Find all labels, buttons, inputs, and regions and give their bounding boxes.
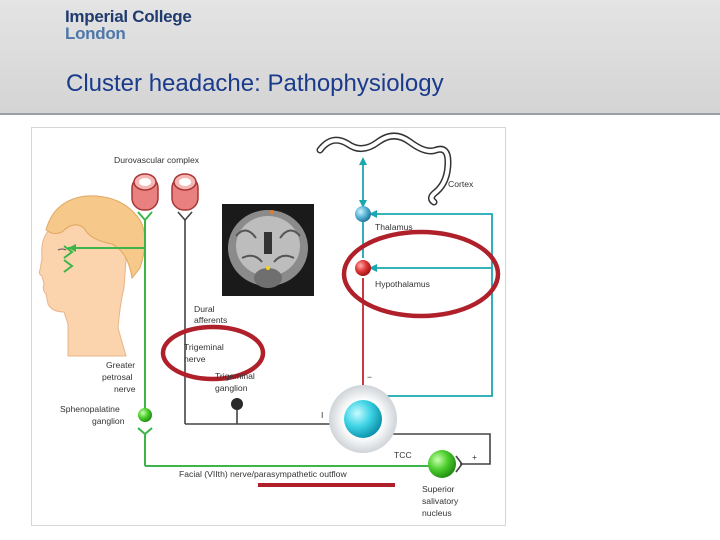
label-ssn-2: salivatory bbox=[422, 496, 459, 506]
pathophysiology-diagram: − I Durovascular complex Cortex Thalamus… bbox=[38, 132, 501, 518]
label-dural-2: afferents bbox=[194, 315, 227, 325]
svg-text:I: I bbox=[321, 410, 323, 420]
trigeminal-ganglion-node bbox=[231, 398, 243, 410]
label-greater-3: nerve bbox=[114, 384, 136, 394]
hypothalamus-node bbox=[355, 260, 371, 276]
label-thalamus: Thalamus bbox=[375, 222, 413, 232]
hypothalamus-highlight bbox=[341, 229, 501, 319]
label-facial-nerve: Facial (VIIth) nerve/parasympathetic out… bbox=[179, 469, 347, 479]
svg-text:−: − bbox=[367, 372, 372, 382]
sphenopalatine-ganglion-node bbox=[138, 408, 152, 422]
label-spheno-1: Sphenopalatine bbox=[60, 404, 120, 414]
cortex-line bbox=[316, 132, 452, 206]
trigeminal-nerve-highlight bbox=[160, 324, 266, 382]
durovascular-vessels bbox=[131, 173, 199, 211]
green-arrowhead bbox=[68, 244, 76, 252]
label-spheno-2: ganglion bbox=[92, 416, 125, 426]
label-dural-1: Dural bbox=[194, 304, 215, 314]
ssn-node bbox=[428, 450, 456, 478]
label-trigeminal-ganglion-2: ganglion bbox=[215, 383, 248, 393]
ssn-feedback bbox=[384, 433, 491, 465]
brain-mri-image bbox=[222, 204, 314, 296]
teal-pathways bbox=[362, 161, 493, 397]
label-trigeminal-ganglion-1: Trigeminal bbox=[215, 371, 255, 381]
slide-title: Cluster headache: Pathophysiology bbox=[66, 70, 444, 97]
imperial-college-logo: Imperial College London bbox=[65, 7, 192, 43]
label-greater-1: Greater bbox=[106, 360, 135, 370]
pathophysiology-figure: − I Durovascular complex Cortex Thalamus… bbox=[31, 127, 506, 526]
label-trigeminal-nerve-2: nerve bbox=[184, 354, 206, 364]
slide-header: Imperial College London Cluster headache… bbox=[0, 0, 720, 115]
thalamus-node bbox=[355, 206, 371, 222]
label-ssn-3: nucleus bbox=[422, 508, 452, 518]
label-plus: + bbox=[472, 452, 477, 462]
label-tcc: TCC bbox=[394, 450, 412, 460]
green-pathway bbox=[68, 211, 442, 467]
teal-arrowheads bbox=[359, 157, 377, 272]
head-illustration bbox=[38, 195, 146, 357]
label-greater-2: petrosal bbox=[102, 372, 133, 382]
label-ssn-1: Superior bbox=[422, 484, 455, 494]
label-hypothalamus: Hypothalamus bbox=[375, 279, 430, 289]
label-cortex: Cortex bbox=[448, 179, 474, 189]
label-durovascular: Durovascular complex bbox=[114, 155, 200, 165]
label-trigeminal-nerve-1: Trigeminal bbox=[184, 342, 224, 352]
tcc-node bbox=[344, 400, 382, 438]
